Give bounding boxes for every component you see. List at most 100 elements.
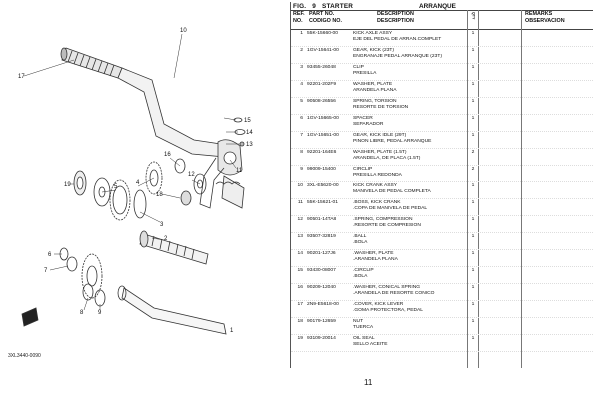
part-no-cell: 99009-15400 [307, 166, 336, 172]
diagram-code: 3XL3440-0090 [8, 353, 41, 359]
part-no-cell: 93109-20014 [307, 335, 336, 341]
qty-cell: 2 [471, 149, 475, 155]
qty-cell: 1 [471, 115, 475, 121]
ref-cell: 19 [297, 335, 303, 341]
qty-cell: 1 [471, 200, 475, 206]
description-es-cell: SELLO ACEITE [353, 341, 388, 347]
part-no-cell: 93507-32819 [307, 234, 336, 240]
description-en-cell: NUT [353, 318, 364, 324]
description-es-cell: .BOLA [353, 240, 368, 246]
qty-cell: 1 [471, 132, 475, 138]
qty-cell: 1 [471, 302, 475, 307]
description-es-cell: .GOMA PROTECTORA, PEDAL [353, 308, 424, 313]
qty-cell: 1 [471, 335, 475, 341]
ref-cell: 10 [297, 183, 303, 189]
part-no-cell: 92201-202F9 [307, 81, 337, 87]
callout-1: 1 [230, 328, 234, 334]
qty-cell: 1 [471, 234, 475, 240]
ref-cell: 6 [300, 115, 303, 121]
description-en-cell: SPACER [353, 115, 373, 121]
description-en-cell: .COVER, KICK LEVER [353, 302, 404, 307]
callout-2: 2 [164, 236, 168, 242]
col-part-no: PART NO.CODIGO NO. [309, 11, 342, 24]
callout-3: 3 [160, 222, 164, 228]
ref-cell: 1 [300, 31, 303, 36]
description-es-cell: RESORTE DE TORSION [353, 104, 409, 110]
description-en-cell: SPRING, TORSION [353, 98, 397, 104]
callout-17: 17 [18, 74, 25, 80]
part-no-cell: 92201-164E6 [307, 149, 337, 155]
ref-cell: 18 [297, 318, 303, 324]
ref-cell: 7 [300, 132, 303, 138]
callout-16: 16 [164, 152, 171, 158]
idle-gear-stack [59, 247, 106, 307]
part-no-cell: 55K-15660-00 [307, 31, 338, 36]
nut-part [174, 158, 186, 174]
ref-cell: 15 [297, 268, 303, 274]
callout-6: 6 [48, 252, 52, 258]
col-ref: REF.NO. [293, 11, 305, 24]
kick-crank-part [117, 67, 243, 209]
description-en-cell: GEAR, KICK IDLE (29T) [353, 132, 407, 138]
callout-labels: 17 10 15 14 13 12 11 16 18 19 5 4 3 2 1 … [18, 28, 253, 334]
ref-cell: 9 [300, 166, 303, 172]
part-no-cell: 90508-26556 [307, 98, 336, 104]
part-no-cell: 90501-14TA8 [307, 217, 337, 223]
part-no-cell: 93455-26048 [307, 64, 336, 70]
part-no-cell: 90179-12659 [307, 318, 336, 324]
description-en-cell: .BALL [353, 234, 367, 240]
description-en-cell: .WASHER, PLATE [353, 251, 394, 257]
qty-cell: 1 [471, 31, 475, 36]
description-es-cell: PRESILLA [353, 70, 377, 76]
description-es-cell: PRESILLA REDONDA [353, 172, 402, 178]
description-en-cell: WASHER, PLATE [353, 81, 393, 87]
qty-cell: 2 [471, 166, 475, 172]
part-no-cell: 1GV-15641-00 [307, 47, 339, 53]
part-no-cell: 90201-127J6 [307, 251, 336, 257]
oil-seal-part [73, 170, 87, 196]
description-en-cell: CIRCLIP [353, 166, 373, 172]
description-en-cell: WASHER, PLATE (1.5T) [353, 149, 407, 155]
callout-11: 11 [236, 168, 243, 174]
description-es-cell: ENGRANAJE PEDAL ARRANQUE (23T) [353, 53, 442, 59]
qty-cell: 1 [471, 268, 475, 274]
callout-8: 8 [80, 310, 84, 316]
callout-4: 4 [136, 180, 140, 186]
kick-axle-part [117, 230, 227, 335]
callout-19: 19 [64, 182, 71, 188]
description-es-cell: .RESORTE DE COMPRESION [353, 223, 421, 229]
qty-cell: 1 [471, 285, 475, 291]
description-en-cell: .WASHER, CONICAL SPRING [353, 285, 421, 291]
callout-13: 13 [246, 142, 253, 148]
ref-cell: 12 [297, 217, 303, 223]
ref-cell: 13 [297, 234, 303, 240]
callout-5: 5 [114, 184, 118, 190]
callout-10: 10 [180, 28, 187, 34]
description-es-cell: ARANDELA PLANA [353, 87, 397, 93]
description-es-cell: ARANDELA, DE PLACA (1.5T) [353, 155, 421, 161]
kick-boss-part [193, 173, 245, 209]
ref-cell: 14 [297, 251, 303, 257]
col-qty: QTY [471, 12, 476, 20]
washer-part [180, 190, 192, 206]
part-no-cell: 90209-12040 [307, 285, 336, 291]
ref-cell: 2 [300, 47, 303, 53]
part-no-cell: 3XL-E5620-00 [307, 183, 339, 189]
callout-12: 12 [188, 172, 195, 178]
description-es-cell: .BOLA [353, 274, 368, 280]
front-arrow-icon [21, 307, 39, 327]
callout-15: 15 [244, 118, 251, 124]
callout-14: 14 [246, 130, 253, 136]
qty-cell: 1 [471, 98, 475, 104]
ref-cell: 5 [300, 98, 303, 104]
part-no-cell: 1GV-15665-00 [307, 115, 339, 121]
